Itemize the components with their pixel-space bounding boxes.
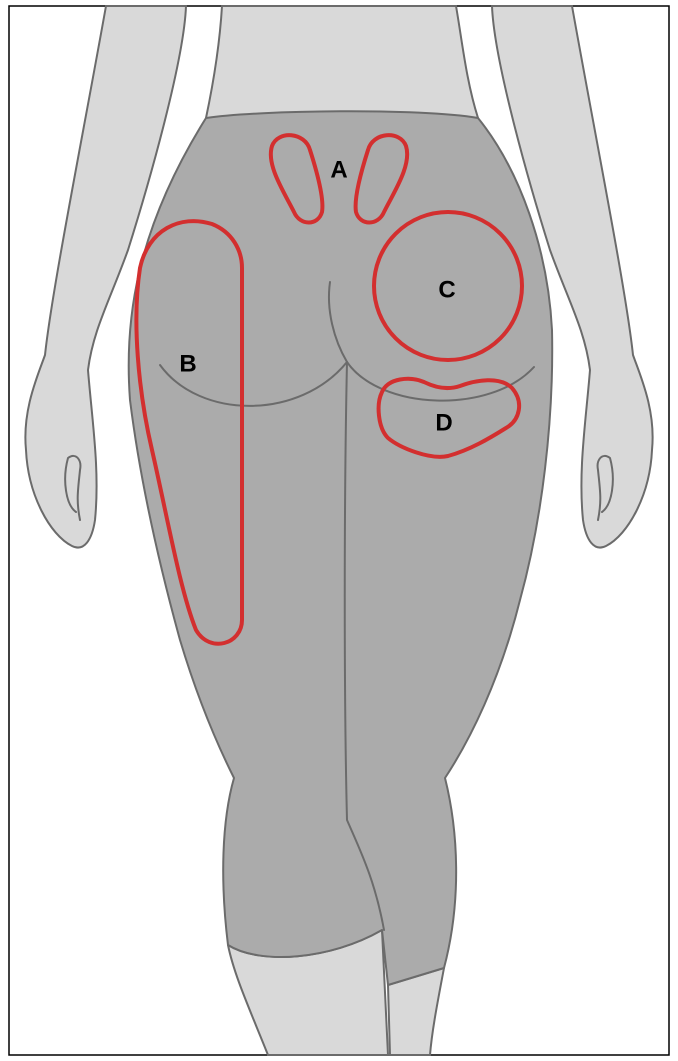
zone-label-a: A [330, 156, 347, 183]
zone-label-c: C [438, 276, 455, 303]
zone-label-b: B [179, 350, 196, 377]
torso [206, 6, 478, 118]
zone-label-d: D [435, 409, 452, 436]
garment [129, 111, 553, 985]
